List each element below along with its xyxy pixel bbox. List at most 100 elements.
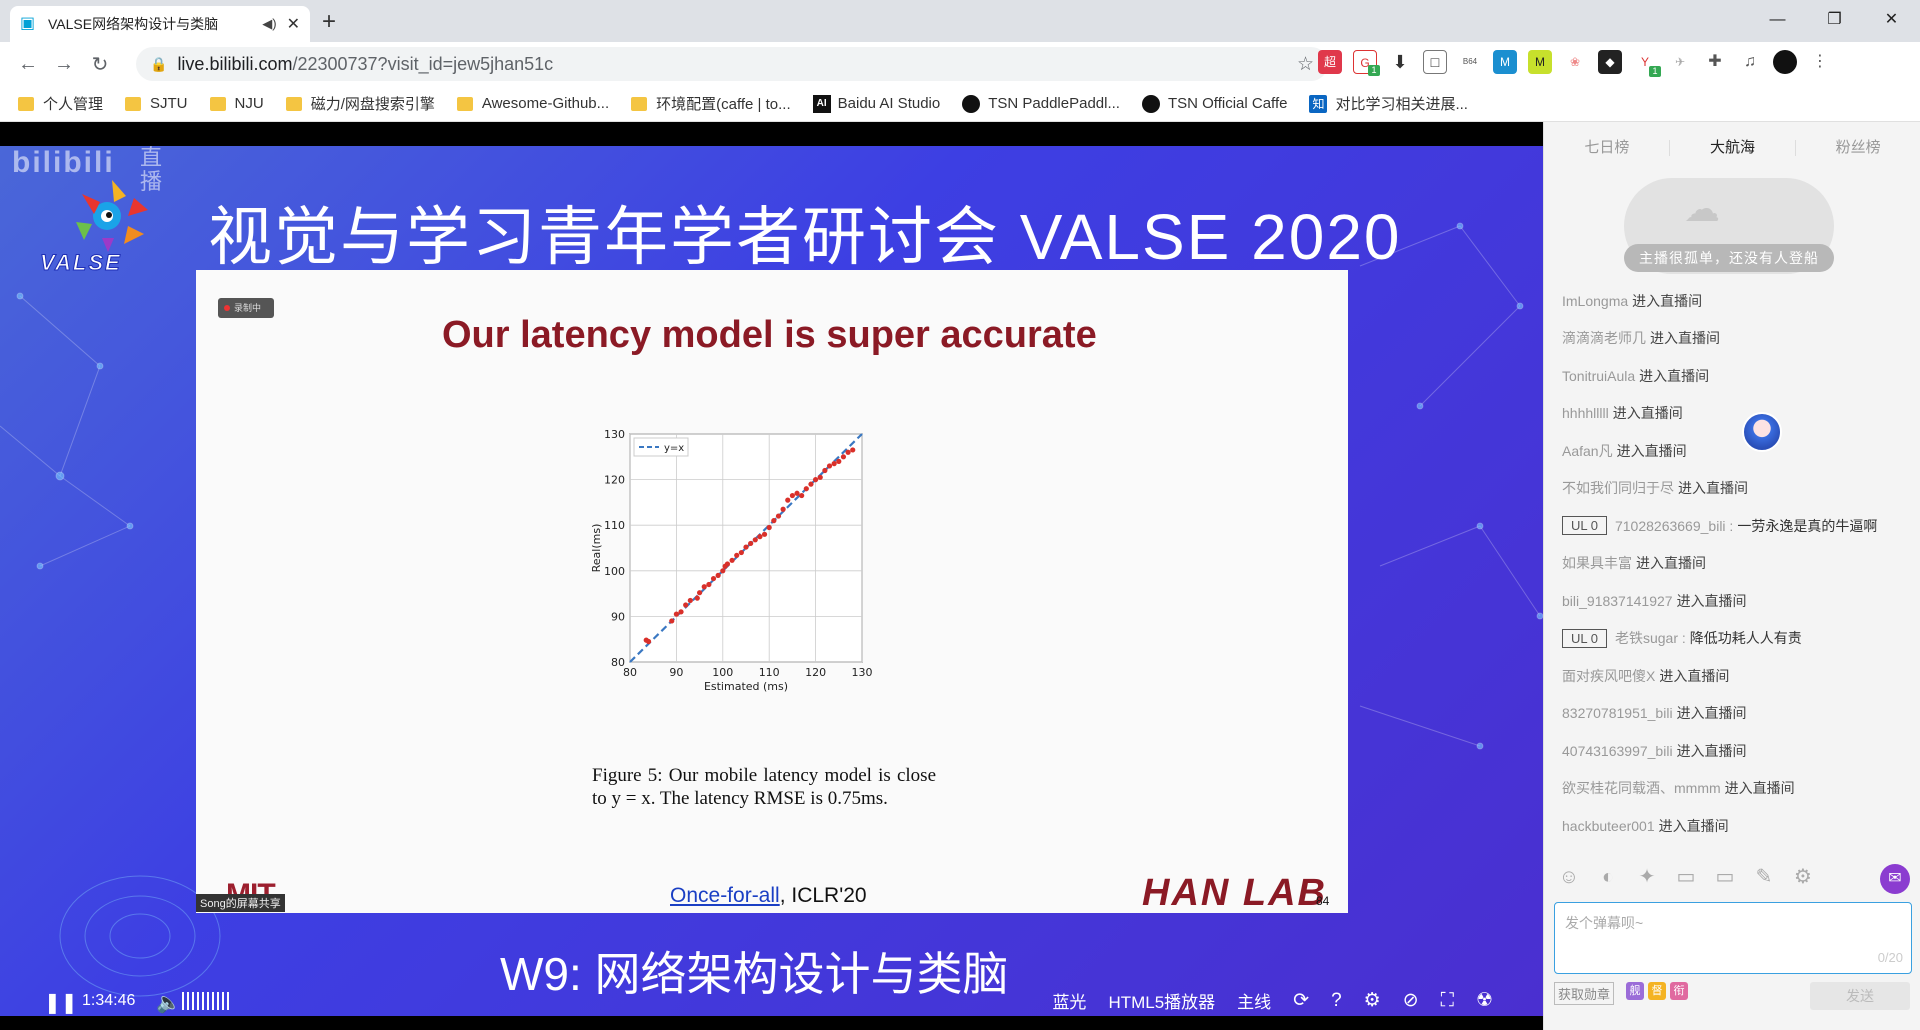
bookmark-item[interactable]: 磁力/网盘搜索引擎 [285, 93, 435, 114]
ai-studio-icon: AI [812, 94, 831, 113]
chat-username[interactable]: 老铁sugar : [1614, 630, 1686, 647]
radiation-icon[interactable]: ☢ [1475, 990, 1493, 1011]
bookmark-item[interactable]: NJU [209, 95, 264, 112]
address-bar[interactable]: 🔒 live.bilibili.com/22300737?visit_id=je… [136, 47, 1328, 81]
live-tag-watermark: 直播 [140, 146, 163, 194]
bookmark-item[interactable]: 知对比学习相关进展... [1309, 93, 1468, 114]
chat-username[interactable]: 71028263669_bili : [1614, 517, 1734, 534]
chat-username[interactable]: 如果具丰富 [1562, 555, 1632, 572]
player-type-button[interactable]: HTML5播放器 [1108, 993, 1216, 1012]
line-button[interactable]: 主线 [1237, 993, 1272, 1012]
extension-m-blue-icon[interactable]: M [1493, 50, 1517, 74]
bookmark-label: TSN Official Caffe [1167, 95, 1288, 112]
palette-icon[interactable]: ◐ [1601, 866, 1615, 888]
tab-guard[interactable]: 大航海 [1710, 139, 1756, 156]
quality-button[interactable]: 蓝光 [1052, 993, 1087, 1012]
forward-icon[interactable]: → [54, 52, 74, 75]
chat-username[interactable]: hhhhlllll [1562, 405, 1609, 422]
data-point [738, 549, 744, 556]
danmaku-toggle-icon[interactable]: ⊘ [1402, 990, 1419, 1011]
new-tab-button[interactable]: + [322, 8, 337, 35]
settings-icon[interactable]: ⚙ [1794, 866, 1812, 888]
profile-avatar-icon[interactable] [1773, 50, 1797, 74]
extension-pink-icon[interactable]: ❀ [1563, 50, 1587, 74]
minimize-button[interactable]: — [1769, 11, 1786, 28]
video-player[interactable]: bilibili 直播 VALSE 视觉与学习青年学者研讨会 VALSE 202… [0, 146, 1543, 1016]
bookmark-item[interactable]: TSN PaddlePaddl... [962, 94, 1120, 113]
badge-icon[interactable]: 督 [1648, 982, 1666, 1000]
data-point [697, 590, 703, 596]
tab-fans-rank[interactable]: 粉丝榜 [1835, 139, 1881, 156]
extension-box-icon[interactable]: ☐ [1423, 50, 1447, 74]
volume-icon[interactable]: 🔈 [156, 992, 181, 1014]
bookmark-item[interactable]: 环境配置(caffe | to... [631, 93, 791, 114]
danmaku-input[interactable]: 发个弹幕呗~ 0/20 [1554, 902, 1912, 974]
badge-icon[interactable]: 舰 [1626, 982, 1644, 1000]
bookmark-item[interactable]: TSN Official Caffe [1141, 94, 1288, 113]
chat-username[interactable]: ImLongma [1562, 292, 1629, 309]
chat-username[interactable]: 40743163997_bili [1562, 742, 1673, 759]
chat-username[interactable]: 欲买桂花同载酒、mmmm [1562, 780, 1721, 797]
chat-username[interactable]: hackbuteer001 [1562, 817, 1655, 834]
mascot-icon: ☁ [1684, 188, 1720, 229]
emoji-icon[interactable]: ☺ [1558, 866, 1580, 888]
chat-username[interactable]: 滴滴滴老师几 [1562, 330, 1646, 347]
gift-icon[interactable]: ✦ [1638, 866, 1656, 888]
chat-username[interactable]: 面对疾风吧傻X [1562, 667, 1656, 684]
chat-username[interactable]: bili_91837141927 [1562, 592, 1673, 609]
y-tick-label: 110 [604, 519, 625, 532]
chat-username[interactable]: 83270781951_bili [1562, 705, 1673, 722]
download-icon[interactable]: ⬇ [1388, 50, 1412, 74]
extension-red-icon[interactable]: 超 [1318, 50, 1342, 74]
help-icon[interactable]: ? [1331, 989, 1342, 1011]
extension-bird-icon[interactable]: ✈ [1668, 50, 1692, 74]
chrome-menu-icon[interactable]: ⋮ [1808, 50, 1832, 74]
chat-username[interactable]: Aafan凡 [1562, 442, 1613, 459]
tab-close-icon[interactable]: ✕ [286, 16, 300, 33]
maximize-button[interactable]: ❐ [1827, 11, 1842, 28]
back-icon[interactable]: ← [18, 52, 38, 75]
base64-icon[interactable]: B64 [1458, 50, 1482, 74]
url-text[interactable]: live.bilibili.com/22300737?visit_id=jew5… [177, 54, 553, 75]
chat-action: 进入直播间 [1632, 292, 1703, 309]
chat-username[interactable]: TonitruiAula [1562, 367, 1636, 384]
browser-tab[interactable]: ▣ VALSE网络架构设计与类脑 ◀) ✕ [10, 6, 310, 42]
close-window-button[interactable]: ✕ [1884, 11, 1899, 28]
danmaku-settings-icon[interactable]: ⚙ [1363, 990, 1381, 1011]
screen-icon[interactable]: ▭ [1676, 866, 1696, 888]
audio-playing-icon[interactable]: ◀) [262, 16, 277, 31]
tab-weekly-rank[interactable]: 七日榜 [1584, 139, 1630, 156]
get-medal-button[interactable]: 获取勋章 [1554, 982, 1615, 1005]
chat-bubble-icon[interactable]: ✉ [1880, 864, 1910, 894]
clip-icon[interactable]: ▭ [1715, 866, 1735, 888]
send-button[interactable]: 发送 [1810, 982, 1910, 1010]
extensions-puzzle-icon[interactable]: ✚ [1703, 50, 1727, 74]
presentation-slide: 录制中 Our latency model is super accurate … [196, 270, 1348, 914]
anchor-avatar[interactable] [1742, 412, 1782, 452]
extension-m-green-icon[interactable]: M [1528, 50, 1552, 74]
chat-text: 一劳永逸是真的牛逼啊 [1737, 517, 1878, 534]
refresh-icon[interactable]: ⟳ [1293, 990, 1310, 1011]
edit-icon[interactable]: ✎ [1755, 866, 1773, 888]
pause-icon[interactable]: ❚❚ [44, 992, 78, 1014]
badge-icon[interactable]: 衔 [1670, 982, 1688, 1000]
bookmark-item[interactable]: 个人管理 [18, 93, 103, 114]
bookmark-item[interactable]: Awesome-Github... [456, 95, 609, 112]
volume-slider[interactable] [182, 992, 230, 1010]
screen-share-label: Song的屏幕共享 [196, 894, 285, 912]
bookmark-star-icon[interactable]: ☆ [1296, 54, 1314, 75]
bookmark-item[interactable]: SJTU [125, 95, 188, 112]
once-for-all-link[interactable]: Once-for-all [670, 884, 780, 907]
data-point [826, 463, 833, 469]
reload-icon[interactable]: ↻ [91, 53, 109, 76]
fullscreen-icon[interactable]: ⛶ [1440, 989, 1454, 1011]
extension-dark-icon[interactable]: ◆ [1598, 50, 1622, 74]
chat-username[interactable]: 不如我们同归于尽 [1562, 480, 1674, 497]
media-control-icon[interactable]: ♫ [1738, 50, 1762, 74]
